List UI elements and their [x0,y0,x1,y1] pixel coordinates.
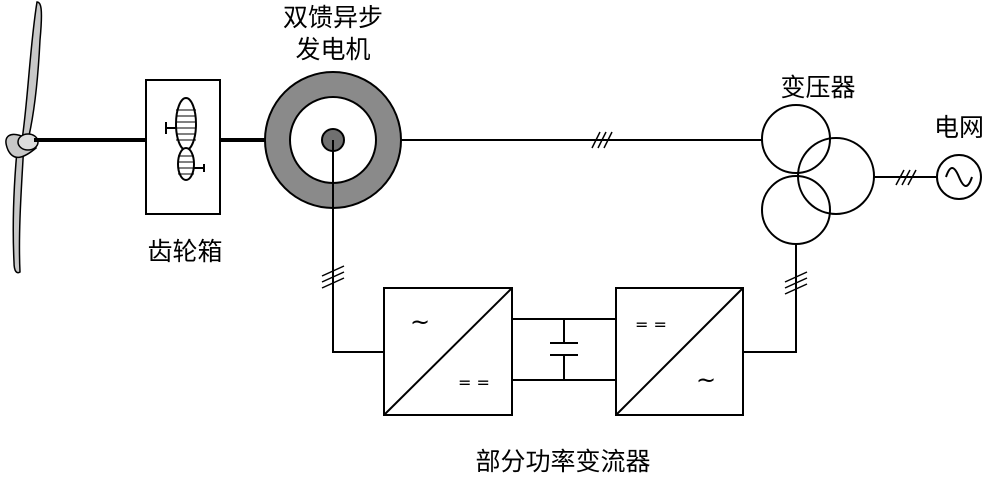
gearbox [145,79,221,215]
three-phase-mark [784,271,808,295]
generator-label-line1: 双馈异步 [283,3,383,32]
transformer-label: 变压器 [780,73,855,102]
capacitor-icon [550,319,578,380]
ac-source-icon [936,154,982,200]
three-phase-mark [321,265,345,289]
rotor-side-converter: ~ = = [383,287,513,416]
dc-symbol: = = [635,315,667,334]
gear-icon [165,97,205,181]
grid-label: 电网 [934,113,984,142]
three-phase-mark [895,169,917,186]
converter-label: 部分功率变流器 [475,447,650,476]
three-phase-mark [591,131,613,149]
gearbox-label: 齿轮箱 [147,237,222,266]
dc-symbol: = = [458,373,490,392]
converter-output-line [743,244,797,353]
generator-label-line2: 发电机 [295,35,370,64]
ac-symbol: ~ [696,366,716,394]
wind-turbine-rotor-icon [5,1,43,274]
dc-link [512,318,616,381]
transformer [761,104,875,245]
ac-symbol: ~ [410,308,430,336]
grid-side-converter: = = ~ [615,287,744,416]
rotor-line [332,140,384,353]
